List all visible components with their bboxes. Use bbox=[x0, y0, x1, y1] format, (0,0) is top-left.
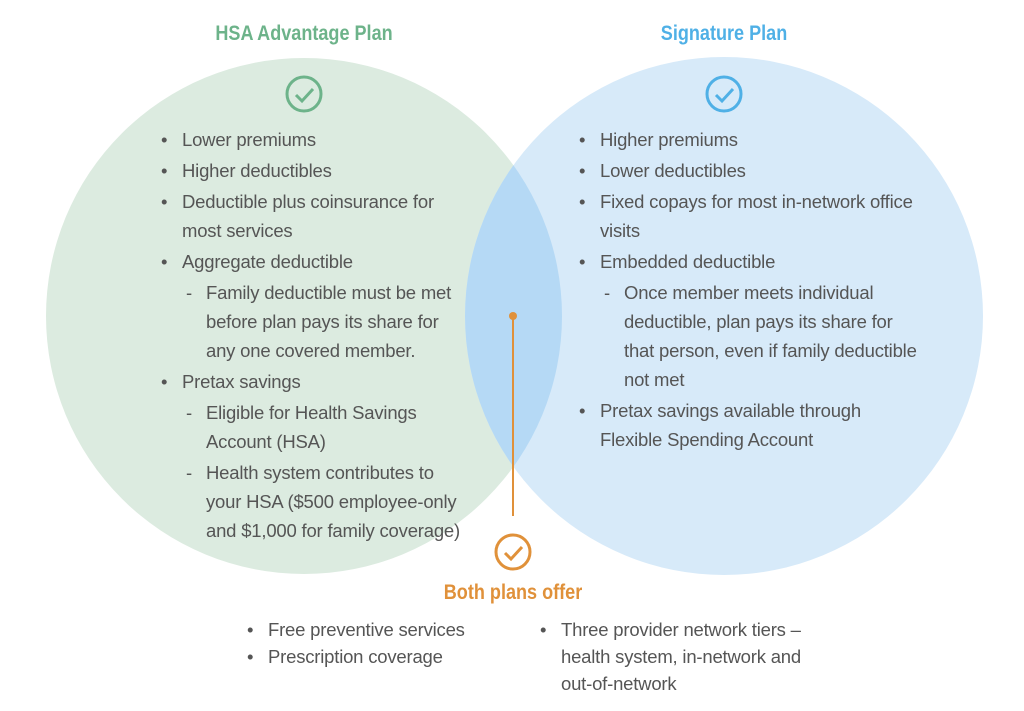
both-col1: Free preventive services Prescription co… bbox=[247, 616, 507, 670]
signature-features-list: Higher premiumsLower deductiblesFixed co… bbox=[579, 125, 919, 456]
list-item: Higher deductibles bbox=[161, 156, 461, 185]
list-item: Embedded deductible bbox=[579, 247, 919, 276]
sub-list-item: Family deductible must be met before pla… bbox=[161, 278, 461, 365]
list-item: Fixed copays for most in-network office … bbox=[579, 187, 919, 245]
list-item: Pretax savings bbox=[161, 367, 461, 396]
both-plans-title: Both plans offer bbox=[443, 581, 583, 604]
list-item: Free preventive services bbox=[247, 616, 507, 643]
check-circle-icon bbox=[705, 75, 743, 113]
list-item: Lower premiums bbox=[161, 125, 461, 154]
list-item: Three provider network tiers – health sy… bbox=[540, 616, 820, 697]
sub-list-item: Once member meets individual deductible,… bbox=[579, 278, 919, 394]
list-item: Pretax savings available through Flexibl… bbox=[579, 396, 919, 454]
list-item: Lower deductibles bbox=[579, 156, 919, 185]
list-item: Higher premiums bbox=[579, 125, 919, 154]
connector-dot bbox=[509, 312, 517, 320]
list-item: Prescription coverage bbox=[247, 643, 507, 670]
signature-plan-title: Signature Plan bbox=[660, 22, 788, 45]
check-circle-icon bbox=[285, 75, 323, 113]
list-item: Deductible plus coinsurance for most ser… bbox=[161, 187, 461, 245]
list-item: Aggregate deductible bbox=[161, 247, 461, 276]
sub-list-item: Health system contributes to your HSA ($… bbox=[161, 458, 461, 545]
hsa-plan-title: HSA Advantage Plan bbox=[215, 22, 393, 45]
sub-list-item: Eligible for Health Savings Account (HSA… bbox=[161, 398, 461, 456]
hsa-features-list: Lower premiumsHigher deductiblesDeductib… bbox=[161, 125, 461, 547]
check-circle-icon bbox=[494, 533, 532, 571]
both-col2: Three provider network tiers – health sy… bbox=[540, 616, 820, 697]
